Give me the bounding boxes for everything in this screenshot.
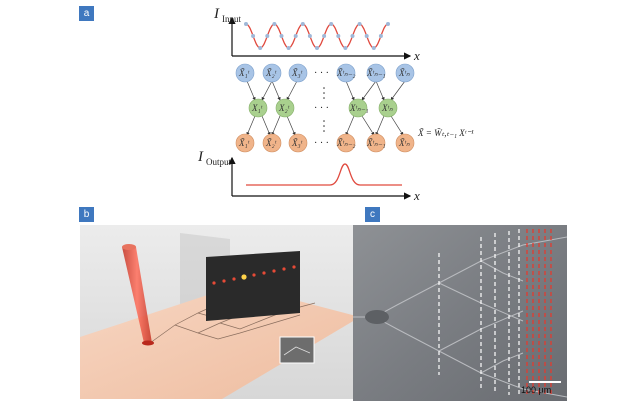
input-sample-point — [336, 34, 341, 38]
input-sample-point — [272, 22, 277, 26]
svg-text:X̃ᵗₙ₋₂: X̃ᵗₙ₋₂ — [336, 68, 355, 78]
input-node — [288, 63, 308, 83]
svg-text:X̃₃ᵗ: X̃₃ᵗ — [291, 68, 303, 78]
svg-text:X̃₃ᵗ: X̃₃ᵗ — [291, 138, 303, 148]
input-sample-point — [357, 22, 362, 26]
panel-label-b: b — [79, 207, 94, 222]
input-node — [336, 63, 356, 83]
svg-text:X̃₁ᵗ: X̃₁ᵗ — [238, 138, 250, 148]
svg-text:Xᵗₙ₋₁: Xᵗₙ₋₁ — [349, 103, 368, 113]
input-coupler — [365, 310, 389, 324]
input-sample-point — [265, 34, 270, 38]
input-sample-point — [244, 22, 248, 26]
laser-beam — [122, 247, 152, 343]
output-node — [288, 133, 308, 153]
output-node — [336, 133, 356, 153]
svg-text:X̃₁ᵗ: X̃₁ᵗ — [238, 68, 250, 78]
panel-label-c: c — [365, 207, 380, 222]
input-axis-subscript: Input — [222, 14, 241, 24]
red-layer-markers — [526, 229, 552, 397]
input-node — [235, 63, 255, 83]
propagation-equation: X̃ = W̃ₜ,ₜ₋₁ Xᵗ⁻¹ — [417, 128, 474, 138]
input-sample-points — [244, 22, 390, 50]
input-sample-point — [251, 34, 256, 38]
input-sample-point — [378, 34, 383, 38]
panel-b-illustration — [80, 225, 360, 399]
svg-text:X̃ᵗₙ₋₁: X̃ᵗₙ₋₁ — [366, 138, 385, 148]
svg-text:X₂ᵗ: X₂ᵗ — [278, 103, 290, 113]
input-sample-point — [364, 34, 369, 38]
input-sample-point — [329, 22, 334, 26]
input-sample-point — [307, 34, 312, 38]
ellipsis-layer1: · · · — [314, 68, 329, 79]
svg-text:X̃₂ᵗ: X̃₂ᵗ — [265, 68, 277, 78]
input-x-label: x — [413, 48, 420, 63]
output-node — [395, 133, 415, 153]
svg-text:X̃₂ᵗ: X̃₂ᵗ — [265, 138, 277, 148]
input-sample-point — [279, 34, 284, 38]
input-sample-point — [322, 34, 327, 38]
hidden-node — [378, 98, 398, 118]
input-sample-point — [300, 22, 305, 26]
panel-c-micrograph: 100 µm — [353, 225, 567, 401]
input-node — [262, 63, 282, 83]
svg-text:X̃ᵗₙ: X̃ᵗₙ — [398, 68, 410, 78]
output-x-label: x — [413, 188, 420, 203]
input-layer-nodes: X̃₁ᵗ X̃₂ᵗ X̃₃ᵗ X̃ᵗₙ₋₂ X̃ᵗₙ₋₁ X̃ᵗₙ — [235, 63, 415, 83]
output-peak-curve — [246, 163, 402, 186]
vertical-dots — [323, 87, 325, 132]
output-axis-subscript: Output — [206, 157, 232, 167]
input-sample-point — [343, 46, 348, 50]
svg-text:X₁ᵗ: X₁ᵗ — [251, 103, 263, 113]
input-node — [366, 63, 386, 83]
output-layer-nodes: X̃₁ᵗ X̃₂ᵗ X̃₃ᵗ X̃ᵗₙ₋₂ X̃ᵗₙ₋₁ X̃ᵗₙ — [235, 133, 415, 153]
input-sample-point — [258, 46, 263, 50]
input-sample-point — [350, 34, 355, 38]
inset-micrograph — [279, 336, 315, 364]
scale-bar — [529, 381, 561, 383]
svg-text:X̃ᵗₙ₋₂: X̃ᵗₙ₋₂ — [336, 138, 355, 148]
ellipsis-layer2: · · · — [314, 103, 329, 114]
white-layer-markers — [438, 229, 520, 397]
input-node — [395, 63, 415, 83]
hidden-node — [248, 98, 268, 118]
hidden-node — [348, 98, 368, 118]
output-node — [366, 133, 386, 153]
bright-spot — [241, 274, 247, 280]
input-sample-point — [293, 34, 298, 38]
svg-text:X̃ᵗₙ₋₁: X̃ᵗₙ₋₁ — [366, 68, 385, 78]
scale-bar-label: 100 µm — [521, 385, 551, 395]
ellipsis-layer3: · · · — [314, 138, 329, 149]
output-node — [235, 133, 255, 153]
svg-text:Xᵗₙ: Xᵗₙ — [381, 103, 393, 113]
input-sample-point — [315, 46, 319, 50]
detector-screen — [206, 251, 300, 321]
svg-text:X̃ᵗₙ: X̃ᵗₙ — [398, 138, 410, 148]
input-sample-point — [386, 22, 390, 26]
hidden-layer-nodes: X₁ᵗ X₂ᵗ Xᵗₙ₋₁ Xᵗₙ — [248, 98, 398, 118]
hidden-node — [275, 98, 295, 118]
output-axis-label: I — [197, 149, 204, 165]
output-node — [262, 133, 282, 153]
input-axis-label: I — [213, 6, 220, 22]
input-sample-point — [371, 46, 376, 50]
panel-label-a: a — [79, 6, 94, 21]
input-sample-point — [286, 46, 291, 50]
